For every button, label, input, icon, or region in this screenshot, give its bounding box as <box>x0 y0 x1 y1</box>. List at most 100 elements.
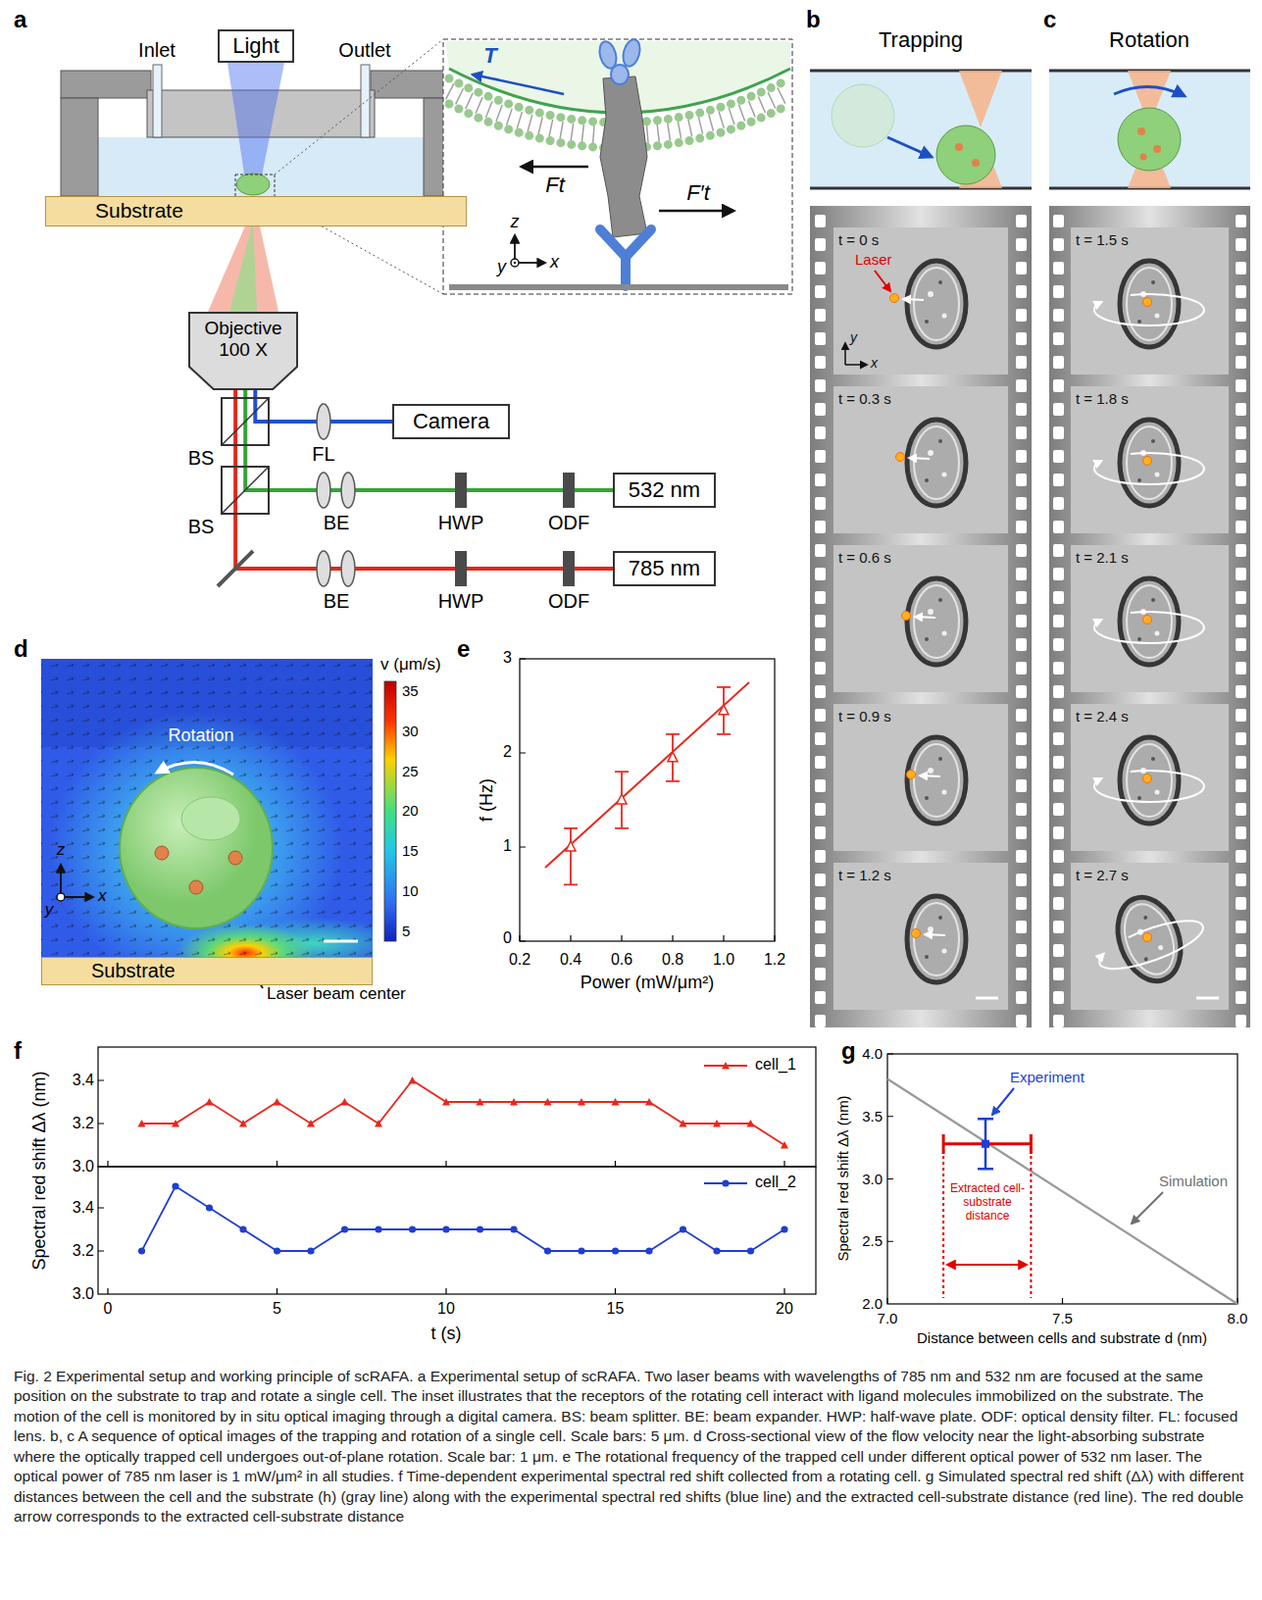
objective-lens: Objective100 X <box>188 311 299 391</box>
tick-label: 1.0 <box>712 951 735 969</box>
microfluidic-chip <box>60 39 461 312</box>
panel-letter: c <box>1043 5 1057 34</box>
node-text: Substrate <box>95 199 184 223</box>
node-text: Camera <box>412 408 490 434</box>
tick-label: 25 <box>402 762 419 780</box>
time-stamp: t = 1.2 s <box>838 866 892 884</box>
time-stamp: t = 1.8 s <box>1075 390 1129 407</box>
tick-label: 0.6 <box>610 951 633 969</box>
tick-label: 8.0 <box>1227 1310 1249 1327</box>
light-source-box: Light <box>217 29 295 63</box>
optical-elements <box>217 398 575 587</box>
tick-label: 2.5 <box>861 1232 883 1250</box>
film-strip <box>1049 205 1251 1028</box>
tick-label: 3.2 <box>72 1242 95 1261</box>
axis-title: f (Hz) <box>476 778 498 822</box>
node-text: Light <box>232 33 280 58</box>
axis-label: y <box>45 900 54 920</box>
tick-label: 5 <box>272 1300 282 1318</box>
legend-sample <box>704 1182 748 1185</box>
tick-label: 1 <box>503 837 512 856</box>
axis-title: Power (mW/μm²) <box>580 972 714 994</box>
panel-letter: b <box>806 5 821 34</box>
torque-label: T <box>483 43 497 68</box>
figure-caption: Fig. 2 Experimental setup and working pr… <box>13 1366 1249 1528</box>
colorbar-title: v (μm/s) <box>380 655 442 675</box>
time-stamp: t = 0.6 s <box>838 549 892 566</box>
substrate-band: Substrate <box>45 196 467 227</box>
tick-label: 10 <box>437 1300 455 1318</box>
axis-title: Spectral red shift Δλ (nm) <box>29 1070 51 1270</box>
axis-label: x <box>870 354 878 371</box>
film-strip <box>809 205 1032 1028</box>
port-label: Outlet <box>338 39 391 62</box>
tick-label: 0.2 <box>508 951 531 969</box>
component-label: HWP <box>438 590 485 613</box>
callout-label: Laser beam center <box>266 984 406 1005</box>
node-text: Objective <box>203 317 282 340</box>
node-text: 532 nm <box>628 477 701 503</box>
redshift-time-chart <box>98 1047 816 1295</box>
tick-label: 3.2 <box>72 1114 95 1133</box>
panel-letter: f <box>13 1037 22 1065</box>
laser-box: 532 nm <box>612 472 716 508</box>
panel-letter: e <box>456 635 470 663</box>
time-stamp: t = 2.4 s <box>1075 707 1129 725</box>
tick-label: 5 <box>402 922 410 940</box>
tick-label: 20 <box>775 1300 794 1318</box>
tick-label: 3 <box>503 649 512 667</box>
tick-label: 7.5 <box>1052 1310 1073 1327</box>
tick-label: 3.4 <box>72 1071 95 1090</box>
axis-label: x <box>550 252 559 273</box>
component-label: BE <box>323 590 351 613</box>
tick-label: 3.0 <box>861 1170 883 1188</box>
axis-title: Spectral red shift Δλ (nm) <box>834 1095 852 1262</box>
tick-label: 3.5 <box>861 1108 883 1125</box>
tick-label: 2 <box>503 743 512 761</box>
force-label: Ft <box>545 172 565 198</box>
frequency-chart <box>519 658 775 942</box>
tick-label: 3.0 <box>72 1285 95 1304</box>
axis-label: y <box>850 329 858 346</box>
component-label: ODF <box>548 511 590 535</box>
receptor-inset <box>443 37 793 295</box>
tick-label: 0 <box>503 929 512 948</box>
tick-label: 3.0 <box>72 1158 95 1176</box>
legend-text: cell_2 <box>755 1173 797 1192</box>
laser-beam <box>235 390 613 569</box>
laser-label: Laser <box>855 251 893 268</box>
tick-label: 4.0 <box>861 1045 883 1062</box>
component-label: ODF <box>548 590 590 613</box>
rotation-schematic <box>1049 70 1251 189</box>
panel-letter: g <box>841 1037 857 1065</box>
axis-label: x <box>98 886 107 907</box>
camera-box: Camera <box>392 403 510 440</box>
port-label: Inlet <box>138 39 176 62</box>
tick-label: 1.2 <box>763 951 786 969</box>
legend-sample <box>704 1064 748 1067</box>
component-label: BS <box>188 515 215 539</box>
axis-label: z <box>56 840 66 860</box>
tick-label: 20 <box>402 802 419 819</box>
tick-label: 2.0 <box>861 1295 883 1313</box>
trapping-schematic <box>809 70 1032 189</box>
panel-letter: a <box>13 5 27 34</box>
panel-letter: d <box>13 635 29 663</box>
axis-title: Distance between cells and substrate d (… <box>916 1329 1208 1347</box>
tick-label: 15 <box>402 842 419 859</box>
laser-box: 785 nm <box>612 551 716 587</box>
annotation: Experiment <box>1009 1068 1085 1086</box>
tick-label: 0.8 <box>661 951 684 969</box>
axis-label: y <box>497 256 506 278</box>
tick-label: 30 <box>402 722 419 740</box>
component-label: BE <box>323 511 351 535</box>
time-stamp: t = 2.7 s <box>1075 866 1129 884</box>
component-label: FL <box>311 443 335 466</box>
substrate-band: Substrate <box>41 957 373 986</box>
axis-title: t (s) <box>431 1323 462 1345</box>
tick-label: 10 <box>402 882 419 900</box>
annotation: Simulation <box>1159 1172 1228 1190</box>
node-text: Substrate <box>91 959 176 983</box>
